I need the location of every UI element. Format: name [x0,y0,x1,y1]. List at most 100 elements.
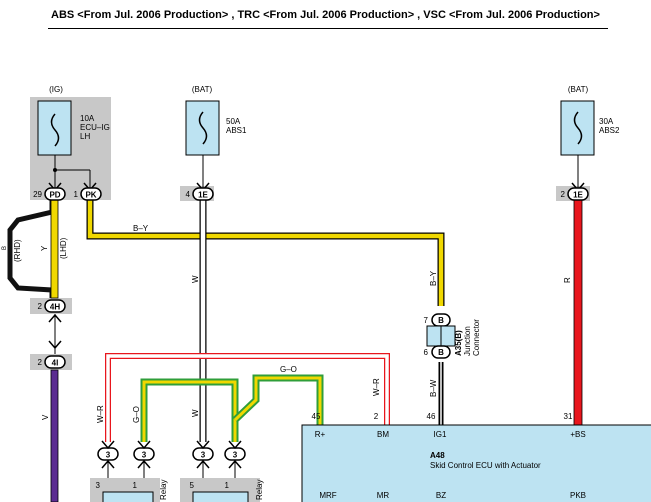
svg-text:4I: 4I [52,359,59,368]
fuse-icon [198,111,208,145]
svg-text:PD: PD [49,191,60,200]
connector-pd: PD [44,187,66,201]
wire-b-rhd [7,200,55,298]
relay2-pin-1: 1 [225,481,230,490]
connector-pk-pin: 1 [74,190,79,199]
relay1-pin-1: 1 [133,481,138,490]
connector-3-a: 3 [97,447,119,461]
relay1-label: Relay [159,480,168,500]
svg-text:3: 3 [233,451,238,460]
relay1-box [102,491,154,502]
ecu-terminal-mrf: MRF [319,491,336,500]
wire-label-w-lower: W [191,409,200,417]
svg-text:3: 3 [142,451,147,460]
ecu-block [301,424,651,502]
relay2-pin-5: 5 [190,481,195,490]
junction-pin-bottom: 6 [424,348,429,357]
wire-label-w: W [191,275,200,283]
svg-text:PK: PK [85,191,96,200]
connector-4h-pin: 2 [38,302,43,311]
connector-4h: 4H [44,299,66,313]
relay2-label: Relay [255,480,264,500]
fuse-abs2-rating: 30A [599,117,614,126]
diagram-title: ABS <From Jul. 2006 Production> , TRC <F… [51,9,600,21]
fuse-icon [50,113,60,147]
wire-label-g-o-top: G–O [280,365,297,374]
fuse-icon [573,111,583,145]
connector-3-b: 3 [133,447,155,461]
connector-pd-pin: 29 [33,190,42,199]
ecu-terminal-bs: +BS [570,430,585,439]
ecu-terminal-r-plus: R+ [315,430,326,439]
connector-1e-a-pin: 4 [186,190,191,199]
svg-text:B: B [438,348,444,357]
ecu-terminal-bm: BM [377,430,389,439]
wire-label-lhd: (LHD) [59,237,68,259]
wire-label-b-y-vertical: B–Y [429,270,438,286]
junction-label-1: Junction [463,326,472,356]
connector-4i: 4I [44,355,66,369]
ecu-terminal-pkb: PKB [570,491,586,500]
bat-source-label-2: (BAT) [568,85,589,94]
ecu-pin-31: 31 [564,412,573,421]
fuse-abs1-rating: 50A [226,117,241,126]
ecu-pin-46: 46 [427,412,436,421]
wire-label-rhd: (RHD) [13,239,22,262]
connector-pk: PK [80,187,102,201]
wire-label-b-w: B–W [429,379,438,397]
wire-label-y: Y [40,245,49,251]
bat-source-label-1: (BAT) [192,85,213,94]
wire-v [50,369,59,502]
junction-pin-top: 7 [424,316,429,325]
connector-4i-pin: 2 [38,358,43,367]
junction-id: A35(B) [454,330,463,356]
title-underline [48,28,608,29]
wire-y [50,199,59,299]
connector-1e-b-pin: 2 [561,190,566,199]
relay2-box [192,491,249,502]
ecu-pin-2: 2 [374,412,379,421]
connector-3-d: 3 [224,447,246,461]
svg-text:1E: 1E [198,191,208,200]
wire-label-b: B [2,246,8,250]
ecu-id: A48 [430,451,445,460]
wire-label-r: R [563,277,572,283]
wire-label-w-r-left: W–R [96,405,105,423]
ecu-pin-45: 45 [312,412,321,421]
fuse-abs2-name: ABS2 [599,126,620,135]
wire-b-y [87,200,444,306]
wire-w-r [106,354,389,442]
svg-text:3: 3 [201,451,206,460]
ig-source-label: (IG) [49,85,63,94]
ecu-terminal-ig1: IG1 [434,430,447,439]
relay1-pin-3: 3 [96,481,101,490]
ecu-terminal-bz: BZ [436,491,446,500]
fuse-ecu-ig-rating: 10A [80,114,95,123]
wire-label-v: V [41,414,50,420]
ecu-terminal-mr: MR [377,491,390,500]
fuse-ecu-ig-name2: LH [80,132,90,141]
svg-text:4H: 4H [50,303,60,312]
connector-1e-b: 1E [567,187,589,201]
fuse-abs1-name: ABS1 [226,126,247,135]
wire-g-o-top [233,376,322,425]
fuse-ecu-ig-name: ECU–IG [80,123,110,132]
connector-3-c: 3 [192,447,214,461]
wire-label-b-y: B–Y [133,224,149,233]
svg-text:B: B [438,316,444,325]
svg-text:3: 3 [106,451,111,460]
wire-label-g-o-left: G–O [132,406,141,423]
junction-connector: B B [426,313,456,359]
svg-text:1E: 1E [573,191,583,200]
fuse-abs2 [560,100,595,156]
ecu-name: Skid Control ECU with Actuator [430,461,541,470]
splice-dot [53,168,57,172]
wire-label-w-r-right: W–R [372,378,381,396]
connector-1e-a: 1E [192,187,214,201]
junction-label-2: Connector [472,319,481,356]
fuse-ecu-ig [37,100,72,156]
fuse-abs1 [185,100,220,156]
wire-g-o [142,380,237,442]
wire-r [573,199,583,426]
